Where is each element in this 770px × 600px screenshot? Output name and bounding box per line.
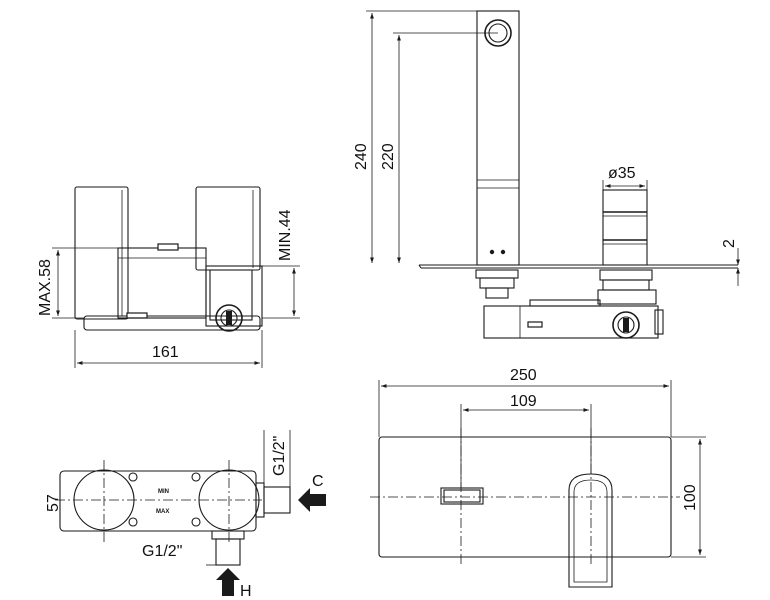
dim-250: 250 [510,367,537,384]
dim-161: 161 [152,344,179,361]
dim-max-58: MAX.58 [37,259,54,316]
thread-bottom-label: G1/2" [142,543,182,560]
hot-inlet-arrow [216,568,240,596]
cold-label: C [312,473,324,490]
dim-57: 57 [45,494,62,512]
dim-diameter-35: ø35 [608,165,636,182]
side-handle [602,189,648,266]
dim-min-44: MIN.44 [277,209,294,261]
right-valve-circle [198,469,260,531]
dim-2: 2 [721,239,738,248]
spout-front [440,487,484,505]
body-outline [59,470,257,532]
plate-view: 250 109 100 [370,367,706,588]
left-valve-circle [73,469,135,531]
front-outlet-block [205,265,263,327]
thread-top-label: G1/2" [271,436,288,476]
left-cap [74,186,129,320]
dim-100: 100 [682,484,699,511]
dim-220: 220 [380,143,397,170]
dim-240: 240 [353,143,370,170]
spout-column [476,10,520,266]
front-base [83,315,261,331]
mark-max: MAX [156,509,169,515]
hot-label: H [240,583,252,600]
front-body [117,247,207,319]
cold-inlet-arrow [298,488,326,512]
mark-min: MIN [158,489,169,495]
handle-front [568,473,613,588]
body-top-view: MIN MAX 57 G1/2" G1/2" C H [45,430,326,600]
side-body [483,305,659,339]
dim-109: 109 [510,393,537,410]
side-view: 240 220 ø35 2 [353,10,740,339]
front-view: MAX.58 MIN.44 161 [37,186,300,368]
